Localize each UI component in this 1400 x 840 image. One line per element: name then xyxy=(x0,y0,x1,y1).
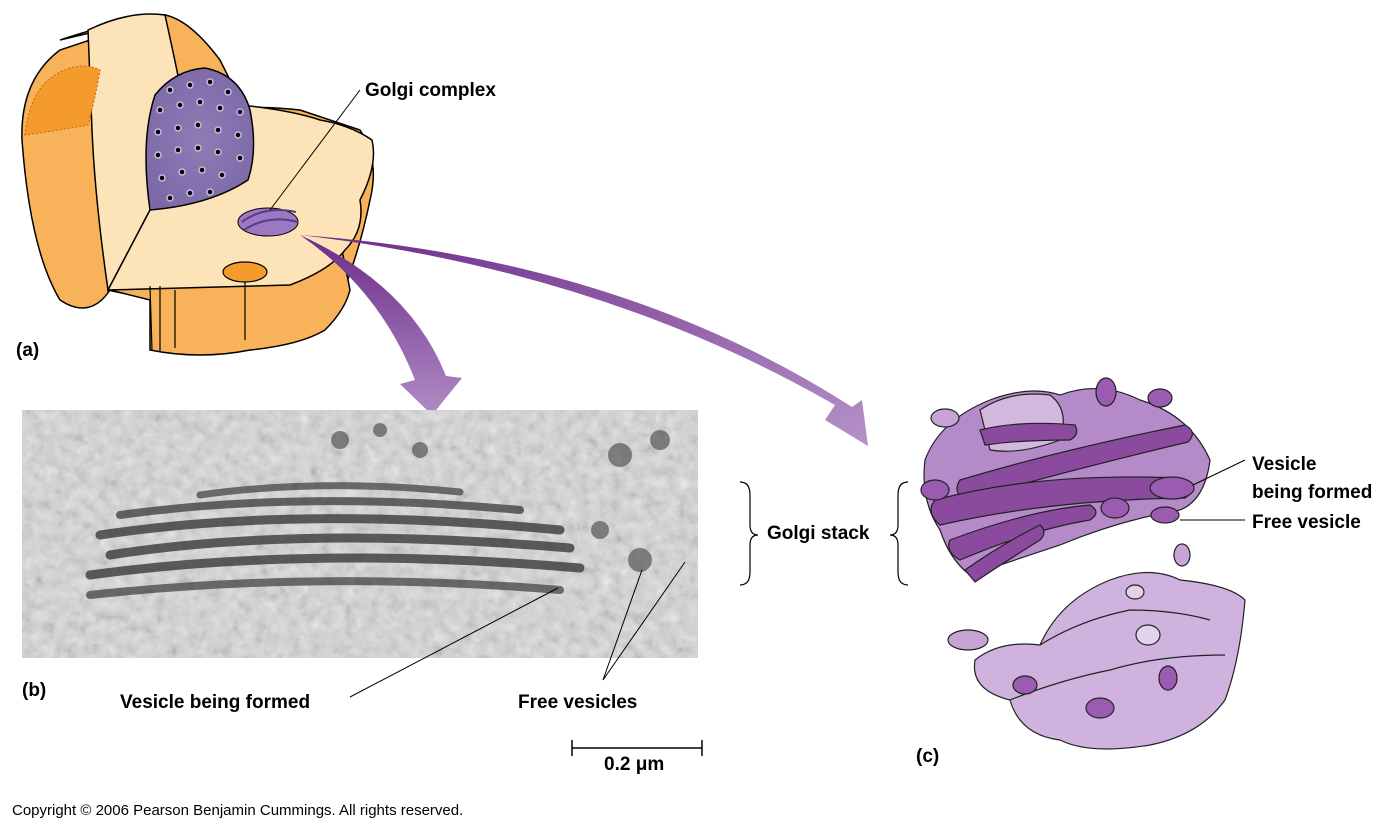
free-vesicle-label: Free vesicle xyxy=(1252,512,1361,533)
golgi-stack-label: Golgi stack xyxy=(767,523,870,544)
golgi-in-cell xyxy=(237,207,299,237)
panel-label-b: (b) xyxy=(22,680,47,701)
secretory-vesicle xyxy=(222,261,268,283)
cell-illustration xyxy=(21,13,375,356)
vesicle xyxy=(947,629,989,651)
golgi-illustration xyxy=(920,377,1246,750)
vesicle xyxy=(1173,543,1191,567)
vesicle-being-formed-leader-c xyxy=(1192,459,1246,486)
copyright-notice: Copyright © 2006 Pearson Benjamin Cummin… xyxy=(12,802,464,819)
free-vesicle xyxy=(1150,506,1180,524)
golgi-stack-brace-left xyxy=(739,481,759,586)
scale-bar xyxy=(571,740,703,756)
panel-label-a: (a) xyxy=(16,340,40,361)
cisterna xyxy=(930,476,1192,526)
free-vesicles-label: Free vesicles xyxy=(518,692,638,713)
vesicle-being-formed xyxy=(1149,476,1195,500)
free-vesicles-leader-2 xyxy=(602,561,686,681)
scale-bar-label: 0.2 μm xyxy=(604,754,665,775)
golgi-complex-leader xyxy=(269,89,361,211)
microvilli-patch xyxy=(24,65,101,136)
vesicle-being-formed-label: Vesicle being formed xyxy=(120,692,311,713)
cisterna xyxy=(948,504,1097,561)
free-vesicles-leader-1 xyxy=(602,569,643,681)
electron-micrograph xyxy=(22,410,698,658)
vesicle-being-formed-leader xyxy=(349,587,559,698)
vesicle xyxy=(920,479,950,501)
vesicle xyxy=(1100,497,1130,519)
nuclear-pores xyxy=(154,78,244,202)
golgi-stack-brace-right xyxy=(889,481,909,586)
vesicle xyxy=(930,408,960,428)
nucleus xyxy=(145,67,255,211)
arrow-to-micrograph xyxy=(300,235,462,415)
vesicle xyxy=(1095,377,1117,407)
cisterna xyxy=(979,422,1078,446)
vesicle-label-line2: being formed xyxy=(1252,482,1373,503)
golgi-complex-label: Golgi complex xyxy=(365,80,496,101)
panel-label-c: (c) xyxy=(916,746,940,767)
vesicle-label-line1: Vesicle xyxy=(1252,454,1317,475)
vesicle xyxy=(1147,388,1173,408)
